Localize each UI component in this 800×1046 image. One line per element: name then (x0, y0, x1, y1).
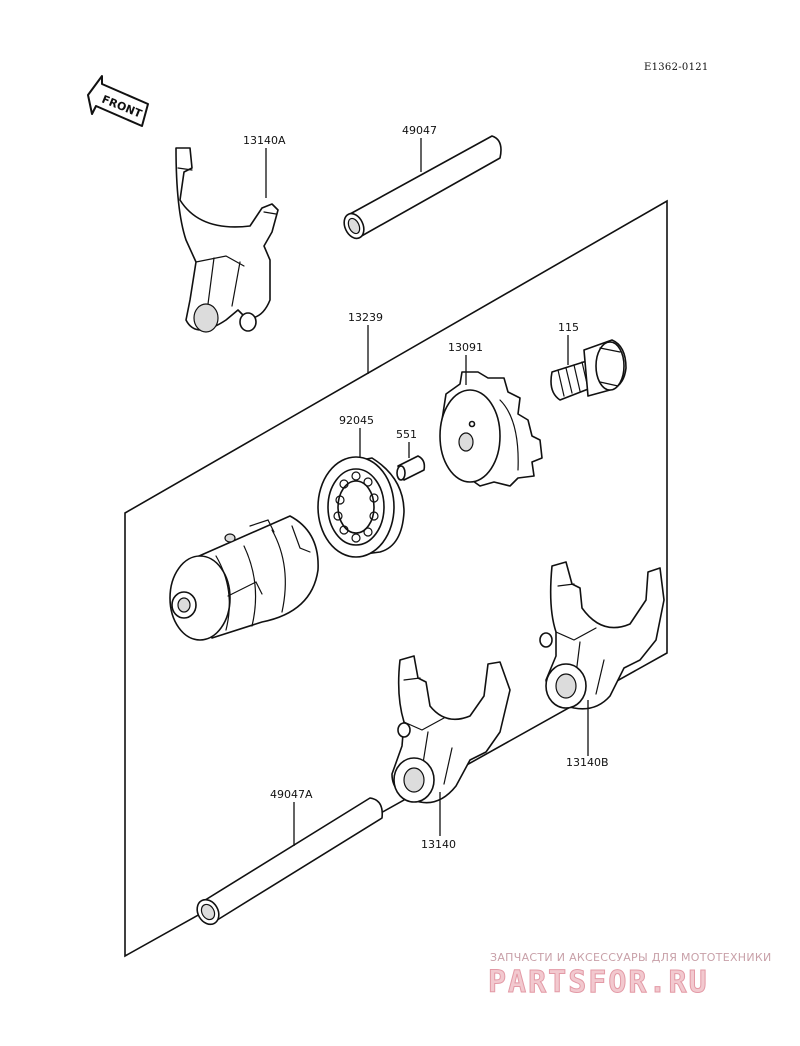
label-13091: 13091 (448, 341, 483, 354)
assembly-frame (124, 199, 668, 958)
pin-551 (396, 455, 426, 481)
label-13140: 13140 (421, 838, 456, 851)
watermark-subtitle: ЗАПЧАСТИ И АКСЕССУАРЫ ДЛЯ МОТОТЕХНИКИ (490, 951, 772, 964)
shift-fork-13140 (391, 655, 511, 804)
label-551: 551 (396, 428, 417, 441)
shift-fork-13140a (175, 147, 279, 333)
shift-drum (169, 515, 319, 641)
label-49047a: 49047A (270, 788, 313, 801)
shift-rod-49047a (196, 797, 384, 926)
label-13140a: 13140A (243, 134, 286, 147)
shift-rod-49047 (343, 135, 502, 240)
drum-cam-13091 (439, 371, 543, 487)
label-13140b: 13140B (566, 756, 609, 769)
label-92045: 92045 (339, 414, 374, 427)
label-115: 115 (558, 321, 579, 334)
label-13239: 13239 (348, 311, 383, 324)
shift-fork-13140b (539, 561, 665, 710)
bolt-115 (550, 339, 627, 401)
bearing-92045 (317, 456, 405, 558)
reference-code: E1362-0121 (644, 62, 709, 73)
watermark-brand: PARTSFOR.RU (488, 965, 709, 1000)
label-49047: 49047 (402, 124, 437, 137)
front-arrow-icon: FRONT (87, 75, 149, 127)
